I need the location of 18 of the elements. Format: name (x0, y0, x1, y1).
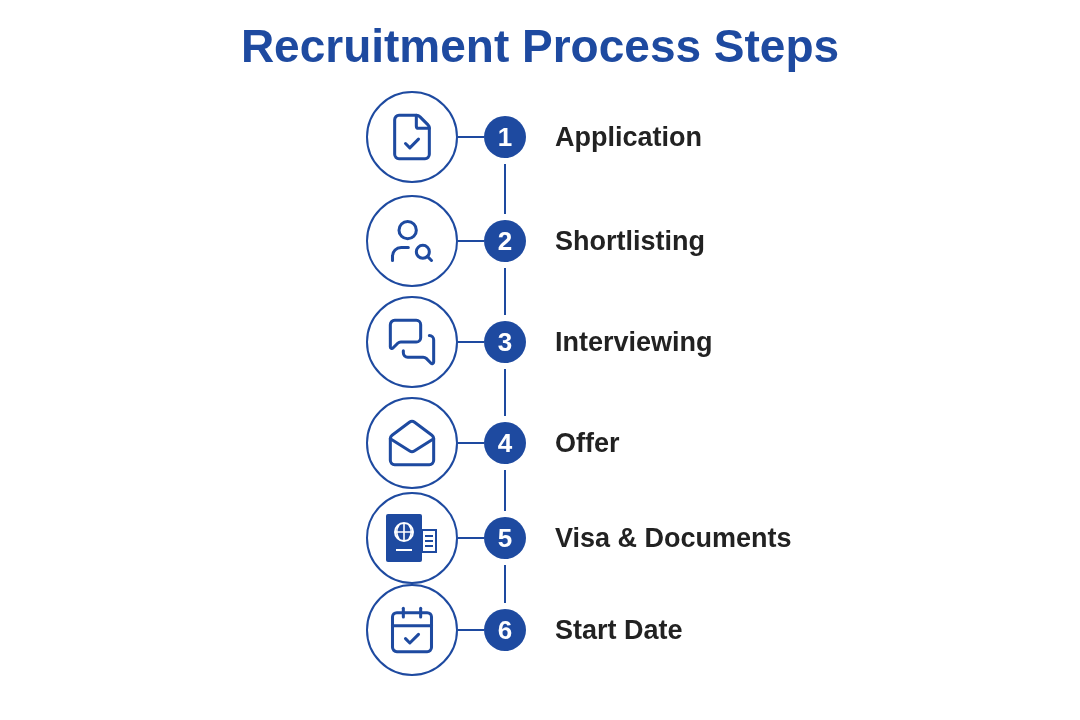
title: Recruitment Process Steps (239, 19, 841, 74)
step-label: Start Date (555, 614, 683, 647)
connector-line (457, 629, 485, 631)
step-label: Offer (555, 427, 620, 460)
connector-line (504, 564, 506, 604)
connector-line (457, 537, 485, 539)
step-label: Shortlisting (555, 225, 705, 258)
connector-line (504, 267, 506, 316)
step-label: Visa & Documents (555, 522, 792, 555)
connector-line (504, 163, 506, 215)
step-label: Application (555, 121, 702, 154)
connector-line (457, 136, 485, 138)
step-label: Interviewing (555, 326, 713, 359)
connector-line (504, 469, 506, 512)
connector-line (457, 240, 485, 242)
connector-line (457, 442, 485, 444)
connector-line (504, 368, 506, 417)
connector-line (457, 341, 485, 343)
